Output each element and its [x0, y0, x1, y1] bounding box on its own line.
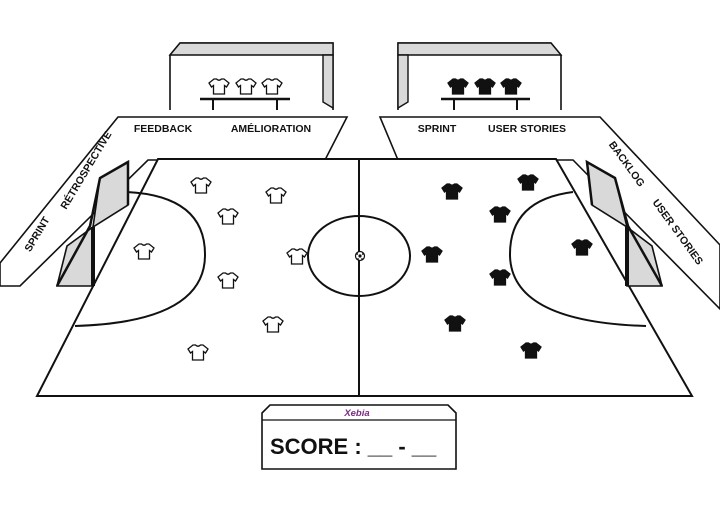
banner-text-feedback: FEEDBACK — [134, 123, 193, 135]
penalty-arc-right — [508, 191, 647, 327]
left-bench — [168, 42, 334, 110]
bench-shirt-white — [208, 78, 230, 95]
penalty-arc-left — [74, 191, 207, 327]
bench-shirt-white — [235, 78, 257, 95]
bench-shirt-white — [261, 78, 283, 95]
center-circle — [307, 215, 411, 297]
scoreboard: Xebia SCORE : __ - __ — [261, 404, 457, 470]
banner-text-user-stories: USER STORIES — [488, 123, 566, 135]
score-label: SCORE : __ - __ — [270, 434, 437, 459]
banner-text-amelioration: AMÉLIORATION — [231, 122, 311, 135]
goal-right — [585, 159, 664, 287]
xebia-logo: Xebia — [343, 408, 369, 419]
right-bench — [397, 42, 563, 110]
bench-shirt-black — [474, 78, 496, 95]
pitch — [35, 158, 694, 397]
goal-left — [55, 159, 130, 287]
bench-shirt-black — [447, 78, 469, 95]
bench-shirt-black — [500, 78, 522, 95]
banner-text-sprint: SPRINT — [418, 123, 457, 135]
ball-icon — [354, 250, 366, 262]
